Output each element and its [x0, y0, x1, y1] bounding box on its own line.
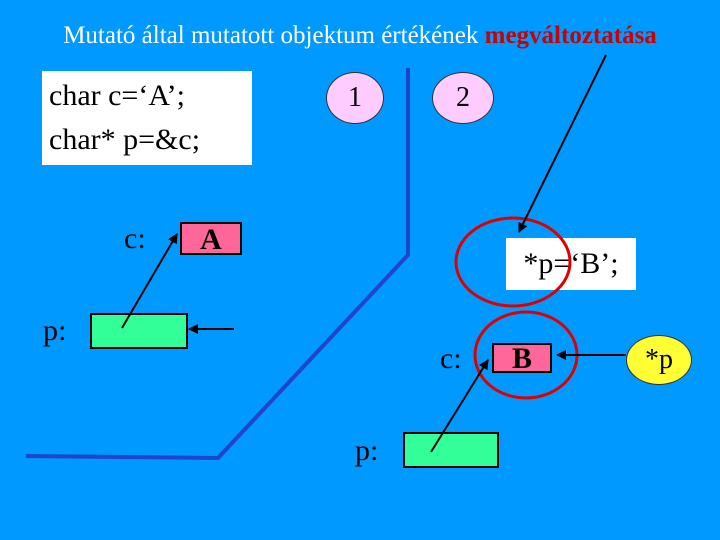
deref-oval: *p: [626, 335, 692, 385]
code-line-1: char c=‘A’;: [49, 79, 186, 112]
arrow-title-to-statement: [518, 54, 607, 233]
c-cell-left: A: [180, 222, 242, 255]
c-label-right: c:: [440, 342, 462, 375]
deref-label: *p: [645, 344, 673, 375]
p-label-right: p:: [355, 434, 379, 467]
title-highlight: megváltoztatása: [484, 22, 657, 49]
p-cell-right: [403, 432, 499, 468]
assignment-statement: *p=‘B’;: [506, 238, 636, 290]
p-cell-left: [90, 313, 188, 349]
title-text: Mutató által mutatott objektum értékének: [63, 22, 485, 49]
c-cell-right: B: [492, 343, 552, 374]
code-box: char c=‘A’; char* p=&c;: [42, 71, 252, 165]
slide-title: Mutató által mutatott objektum értékének…: [0, 22, 720, 50]
code-line-2: char* p=&c;: [49, 123, 201, 156]
c-label-left: c:: [124, 222, 146, 255]
step-1-oval: 1: [326, 72, 384, 124]
p-label-left: p:: [43, 314, 67, 347]
step-2-oval: 2: [432, 72, 494, 124]
step-2-label: 2: [456, 82, 470, 113]
step-1-label: 1: [348, 82, 362, 113]
